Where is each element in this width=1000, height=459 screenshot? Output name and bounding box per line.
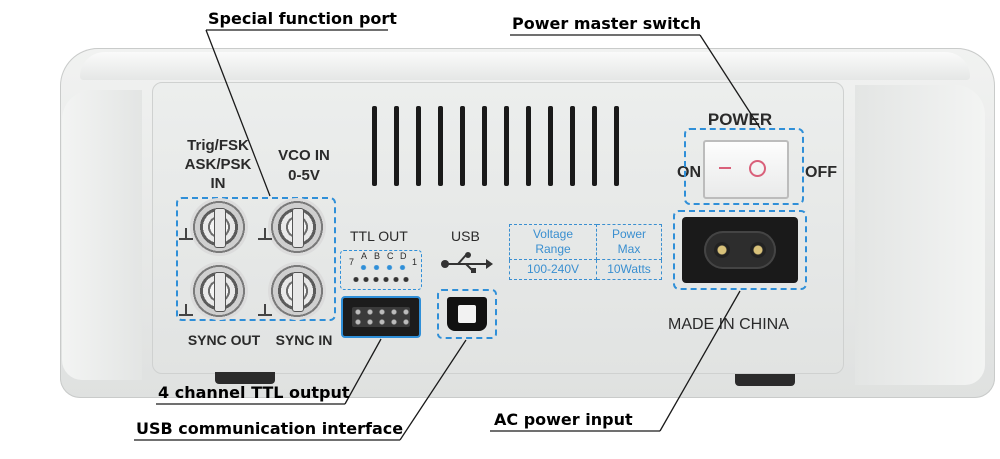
vent-slot (416, 106, 421, 186)
ttl-pin-row-top (357, 265, 409, 270)
power-spec-table: Voltage Range Power Max 100-240V 10Watts (509, 224, 662, 280)
switch-off-dash-icon (719, 167, 731, 169)
bnc-sync-in-connector[interactable] (268, 262, 326, 320)
ttl-pin-7: 7 (349, 257, 355, 267)
ttl-output-port[interactable] (341, 296, 421, 338)
vent-slot (482, 106, 487, 186)
ttl-pin-b: B (374, 251, 381, 261)
on-label: ON (677, 164, 701, 181)
vent-slot (526, 106, 531, 186)
switch-on-circle-icon (749, 160, 766, 177)
vco-in-label: VCO IN 0-5V (278, 147, 330, 184)
bnc-sync-out-connector[interactable] (190, 262, 248, 320)
ttl-pin-a: A (361, 251, 368, 261)
voltage-range-header: Voltage Range (509, 224, 597, 260)
ttl-pin-1: 1 (412, 257, 418, 267)
ac-socket-recess (704, 231, 776, 269)
callout-ac-power-input: AC power input (494, 410, 633, 429)
vent-slot (592, 106, 597, 186)
usb-b-socket (447, 297, 487, 331)
power-switch-box (684, 128, 804, 205)
ttl-out-label: TTL OUT (350, 228, 408, 244)
sync-out-label: SYNC OUT (187, 332, 261, 348)
power-label: POWER (707, 110, 773, 129)
ttl-pin-row-bottom (351, 277, 413, 282)
ground-icon (258, 304, 272, 318)
bnc-trig-fsk-connector[interactable] (190, 198, 248, 256)
usb-socket-tongue (458, 305, 476, 323)
vent-slot (570, 106, 575, 186)
ground-icon (179, 304, 193, 318)
callout-usb-interface: USB communication interface (136, 419, 404, 438)
usb-label: USB (451, 228, 480, 244)
device-foot-left (215, 372, 275, 384)
ground-icon (258, 228, 272, 242)
callout-ttl-output: 4 channel TTL output (158, 383, 350, 402)
usb-icon (441, 252, 493, 273)
usb-port[interactable] (437, 289, 497, 339)
ac-power-socket[interactable] (682, 217, 798, 283)
power-rocker-switch[interactable] (703, 140, 789, 199)
vent-slot (460, 106, 465, 186)
vent-slot (548, 106, 553, 186)
callout-special-function-port: Special function port (208, 9, 397, 28)
power-max-value: 10Watts (596, 259, 662, 280)
side-panel-left (62, 90, 142, 380)
ac-power-input-box (673, 210, 807, 290)
ground-icon (179, 228, 193, 242)
ac-pin-right (750, 242, 766, 258)
ac-pin-left (714, 242, 730, 258)
voltage-range-value: 100-240V (509, 259, 597, 280)
off-label: OFF (805, 164, 837, 181)
device-foot-right (735, 374, 795, 386)
device-top-edge (80, 52, 970, 80)
vent-slot (504, 106, 509, 186)
vent-slot (438, 106, 443, 186)
vent-slot (394, 106, 399, 186)
side-panel-right (855, 85, 985, 385)
vent-slot (614, 106, 619, 186)
callout-power-master-switch: Power master switch (512, 14, 702, 33)
trig-fsk-label: Trig/FSK ASK/PSK IN (184, 137, 252, 192)
ttl-pin-d: D (400, 251, 407, 261)
ttl-pin-c: C (387, 251, 394, 261)
sync-in-label: SYNC IN (275, 332, 333, 348)
vent-slot (372, 106, 377, 186)
made-in-china-label: MADE IN CHINA (668, 316, 789, 333)
special-function-port-box (176, 197, 336, 321)
bnc-vco-in-connector[interactable] (268, 198, 326, 256)
ttl-pin-map: 7 A B C D 1 (340, 250, 422, 290)
ttl-port-pins (352, 307, 410, 327)
